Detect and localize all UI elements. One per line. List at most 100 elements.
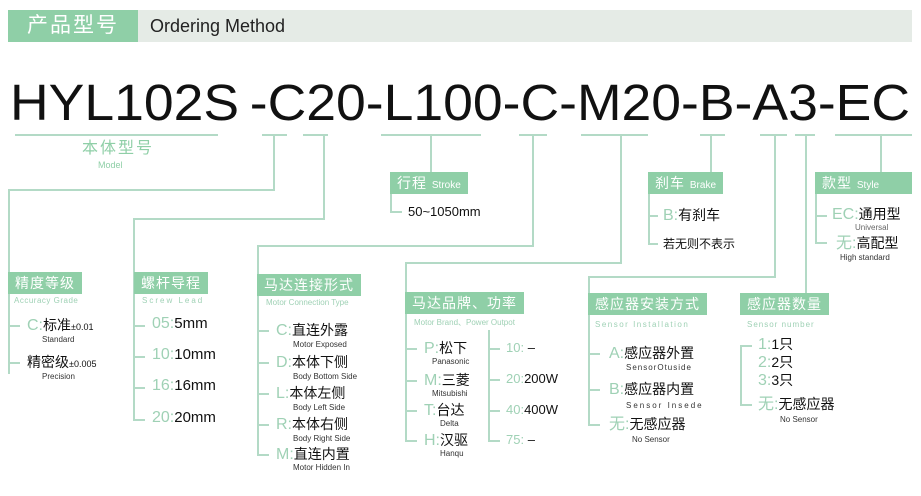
label-part: ±0.01 — [71, 322, 94, 332]
connector-line — [405, 440, 417, 442]
label-part: 高配型 — [856, 235, 899, 251]
accuracy-label-en: Accuracy Grade — [14, 296, 79, 305]
motor-label-en: Motor Brand、Power Outpot — [414, 318, 515, 327]
connector-line — [740, 345, 742, 405]
connector-line — [257, 393, 269, 395]
connection-item: C:直连外露 — [276, 322, 348, 339]
header-bar — [8, 10, 912, 42]
motor-brand-en: Delta — [440, 419, 459, 428]
connector-line — [620, 134, 622, 264]
label-part: 标准 — [43, 317, 71, 333]
installation-label: 感应器安装方式 — [588, 293, 707, 315]
connection-label: 马达连接形式 — [257, 274, 361, 296]
connector-line — [133, 419, 145, 421]
label-part: 10: — [152, 346, 175, 363]
header-title-cn: 产品型号 — [8, 10, 138, 42]
connector-line — [390, 194, 392, 213]
connector-line — [405, 348, 417, 350]
connector-line — [588, 353, 600, 355]
stroke-label: 行程 Stroke — [390, 172, 468, 194]
connector-line — [133, 325, 145, 327]
label-part: 无感应器 — [778, 396, 835, 412]
connector-line — [815, 242, 827, 244]
label-part: T: — [424, 402, 437, 419]
label-part: 松下 — [439, 340, 468, 356]
label-part: 通用型 — [858, 206, 901, 222]
label-part: 1: — [758, 336, 772, 353]
label-part: C: — [276, 322, 292, 339]
connection-item-en: Motor Exposed — [293, 340, 347, 349]
sensor-count-item: 1:1只 — [758, 336, 793, 353]
model-label-cn: 本体型号 — [82, 140, 155, 157]
motor-power-item: 40:400W — [506, 402, 558, 418]
motor-power-item: 20:200W — [506, 371, 558, 387]
connector-line — [257, 245, 259, 456]
lead-item: 05:5mm — [152, 316, 208, 332]
connector-line — [740, 345, 752, 347]
motor-brand-item: M:三菱 — [424, 372, 470, 389]
connection-item: D:本体下侧 — [276, 354, 348, 371]
installation-item-en: No Sensor — [632, 435, 670, 444]
label-part: H: — [424, 432, 440, 449]
label-part: 感应器外置 — [624, 345, 695, 361]
brake-label: 刹车 Brake — [648, 172, 724, 194]
connection-item-en: Body Left Side — [293, 403, 346, 412]
label-part: 10: — [506, 340, 525, 355]
label-part: 本体左侧 — [289, 385, 346, 401]
brake-item: 若无则不表示 — [663, 237, 736, 251]
connector-line — [8, 189, 275, 191]
motor-brand-item: P:松下 — [424, 340, 468, 357]
style-item: EC:通用型 — [832, 206, 901, 223]
label-part: Stroke — [431, 180, 461, 191]
connector-line — [257, 424, 269, 426]
label-part: 直连外露 — [292, 322, 348, 338]
connector-line — [488, 440, 500, 442]
label-part: 20: — [506, 371, 525, 386]
motor-label: 马达品牌、功率 — [405, 292, 524, 314]
accuracy-item-en: Precision — [42, 372, 75, 381]
label-part: ±0.005 — [69, 359, 97, 369]
connector-line — [740, 404, 752, 406]
label-part: 40: — [506, 402, 525, 417]
label-part: 10mm — [174, 346, 216, 363]
connection-item-en: Body Bottom Side — [293, 372, 358, 381]
connector-line — [8, 325, 20, 327]
connection-item: R:本体右侧 — [276, 416, 348, 433]
lead-item: 10:10mm — [152, 347, 216, 363]
connector-line — [8, 362, 20, 364]
accuracy-item-en: Standard — [42, 335, 75, 344]
installation-item: 无:无感应器 — [609, 416, 685, 433]
lead-label-en: Screw Lead — [142, 296, 205, 305]
connector-line — [815, 194, 817, 244]
label-part: 台达 — [436, 402, 465, 418]
label-part: 16mm — [174, 377, 216, 394]
connector-line — [405, 262, 622, 264]
connector-line — [710, 134, 712, 174]
label-part: L: — [276, 385, 290, 402]
label-part: Style — [856, 180, 880, 191]
underline-model — [15, 134, 218, 136]
connector-line — [133, 218, 325, 220]
label-part: 75: — [506, 432, 525, 447]
connector-line — [405, 380, 417, 382]
label-part: 5mm — [174, 315, 208, 332]
style-label: 款型 Style — [815, 172, 912, 194]
connector-line — [774, 134, 776, 278]
label-part: 20: — [152, 409, 175, 426]
connector-line — [430, 134, 432, 174]
label-part: B: — [609, 381, 625, 398]
connector-line — [880, 134, 882, 174]
label-part: M: — [276, 446, 294, 463]
label-part: 无: — [758, 396, 779, 413]
connector-line — [488, 348, 500, 350]
sensor-count-item: 3:3只 — [758, 372, 793, 389]
label-part: A: — [609, 345, 625, 362]
label-part: Brake — [689, 180, 717, 191]
connector-line — [257, 454, 269, 456]
model-code: HYL102S -C20-L100-C-M20-B-A3-EC — [10, 74, 910, 130]
label-part: 刹车 — [655, 175, 685, 191]
underline-style — [835, 134, 912, 136]
sensor-count-label-en: Sensor number — [747, 320, 815, 329]
connector-line — [488, 410, 500, 412]
